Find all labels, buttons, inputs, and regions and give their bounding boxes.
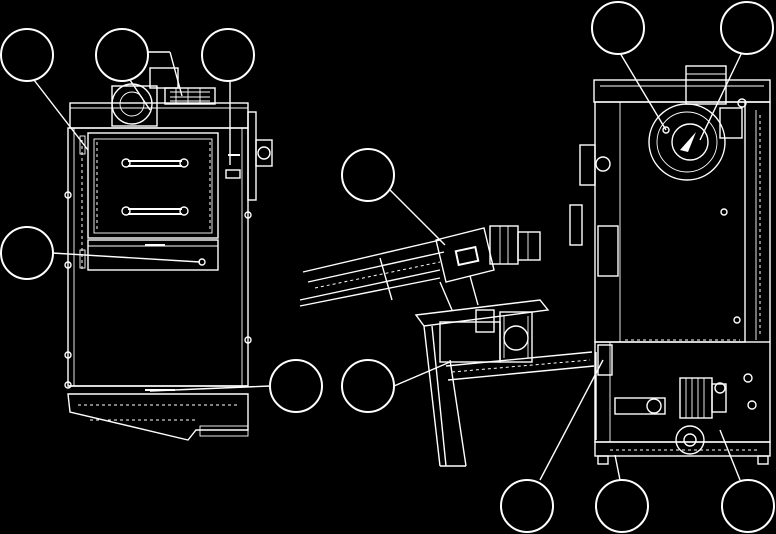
boiler-front-view bbox=[64, 67, 273, 441]
boiler-side-view bbox=[569, 65, 771, 465]
side-fitting-upper bbox=[579, 144, 596, 186]
leader-lines bbox=[33, 47, 745, 481]
terminal-block bbox=[164, 87, 216, 105]
callout-auger-upper bbox=[341, 148, 395, 202]
callout-side-top-left bbox=[591, 1, 645, 55]
thermostat bbox=[255, 139, 273, 167]
gearbox bbox=[489, 225, 519, 265]
door-handle-upper bbox=[121, 158, 189, 168]
callout-front-left-middle bbox=[0, 226, 54, 280]
callout-front-top-center bbox=[95, 28, 149, 82]
side-base bbox=[594, 441, 771, 457]
callout-auger-lower bbox=[341, 359, 395, 413]
callout-front-top-left bbox=[0, 28, 54, 82]
side-panel bbox=[247, 111, 257, 201]
fan-assembly bbox=[648, 103, 743, 181]
door-handle-lower bbox=[121, 206, 189, 216]
feed-auger-assembly bbox=[299, 225, 595, 467]
fan-motor bbox=[499, 311, 533, 363]
control-box bbox=[149, 67, 179, 89]
burner-body bbox=[439, 321, 501, 363]
upper-door bbox=[87, 132, 219, 239]
gear-wheel bbox=[675, 425, 705, 455]
top-cover bbox=[69, 102, 249, 129]
callout-side-top-right bbox=[720, 1, 774, 55]
callout-side-bottom-right bbox=[721, 479, 775, 533]
side-fitting-middle bbox=[569, 204, 583, 246]
auger-motor bbox=[679, 377, 727, 419]
callout-side-bottom-left bbox=[500, 479, 554, 533]
burner-plate bbox=[414, 299, 550, 327]
callout-front-top-right bbox=[201, 28, 255, 82]
side-lower-body bbox=[594, 341, 771, 443]
auger-motor-housing bbox=[435, 227, 495, 283]
base-tray bbox=[67, 393, 249, 441]
callout-front-bottom-right bbox=[269, 359, 323, 413]
callout-side-bottom-center bbox=[595, 479, 649, 533]
